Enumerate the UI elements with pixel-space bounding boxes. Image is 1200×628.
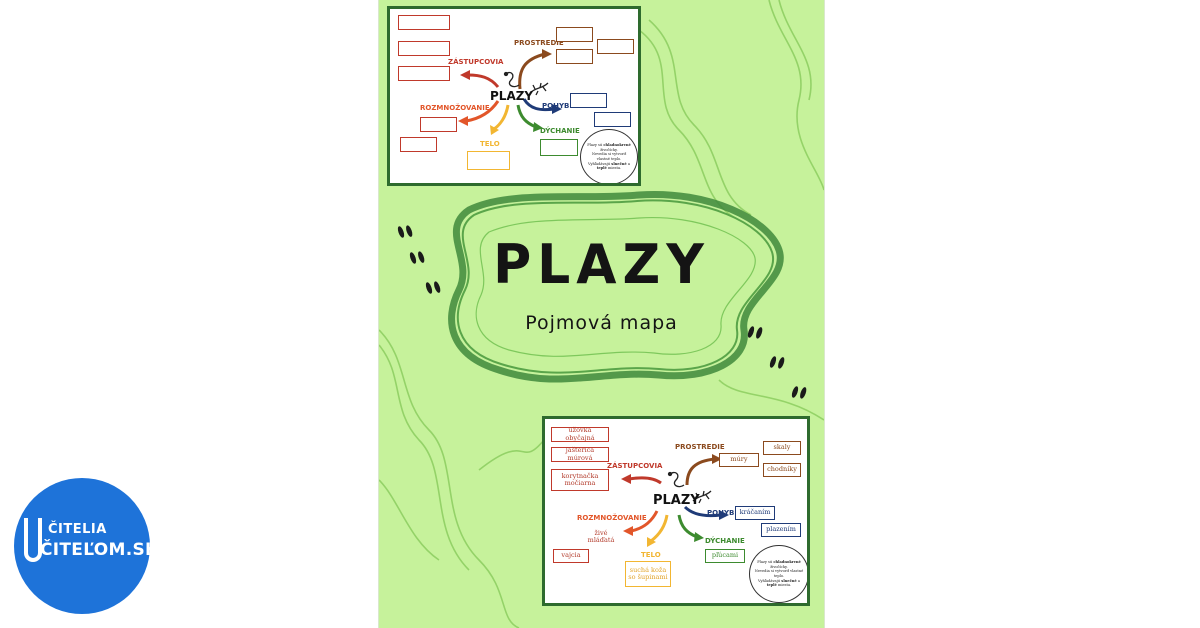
poster-subtitle: Pojmová mapa [525, 312, 678, 334]
info-note: Plazy sú chladnokrvné živočíchy. Nevedia… [580, 129, 638, 183]
answer-box: kráčaním [735, 506, 775, 520]
answer-box: skaly [763, 441, 801, 455]
ucitelia-ucitelom-logo[interactable]: ČITELIA ČITEĽOM.SK [14, 478, 158, 614]
branch-zastupcovia: ZÁSTUPCOVIA [607, 462, 663, 470]
logo-u-mark [24, 518, 42, 562]
logo-line-1: ČITELIA [48, 522, 107, 537]
worksheet-poster: PLAZY PROSTREDIE ZÁSTUPCOVIA ROZMNOŽOVAN… [378, 0, 825, 628]
answer-box: chodníky [763, 463, 801, 477]
empty-box[interactable] [556, 27, 593, 42]
branch-pohyb: POHYB [542, 102, 570, 110]
answer-box: suchá koža so šupinami [625, 561, 671, 587]
background-decoration [379, 0, 824, 628]
center-label: PLAZY [653, 493, 700, 508]
answer-box: vajcia [553, 549, 589, 563]
branch-prostredie: PROSTREDIE [675, 443, 725, 451]
answer-box: múry [719, 453, 759, 467]
logo-line-2: ČITEĽOM.SK [40, 540, 159, 560]
concept-map-empty: PLAZY PROSTREDIE ZÁSTUPCOVIA ROZMNOŽOVAN… [387, 6, 641, 186]
answer-box: užovka obyčajná [551, 426, 609, 442]
branch-rozmnozovanie: ROZMNOŽOVANIE [420, 104, 490, 112]
empty-box[interactable] [398, 41, 450, 56]
answer-box: pľúcami [705, 549, 745, 563]
empty-box[interactable] [400, 137, 437, 152]
branch-telo: TELO [480, 140, 500, 148]
concept-map-arrows [458, 49, 562, 135]
branch-prostredie: PROSTREDIE [514, 39, 564, 47]
branch-telo: TELO [641, 551, 661, 559]
concept-map-arrows [621, 454, 729, 547]
answer-box: plazením [761, 523, 801, 537]
snake-icon [503, 71, 520, 88]
snake-icon [667, 471, 685, 488]
branch-pohyb: POHYB [707, 509, 735, 517]
footprints-left [397, 225, 441, 294]
branch-dychanie: DÝCHANIE [540, 127, 580, 135]
empty-box[interactable] [467, 151, 510, 170]
answer-box: jašterica múrová [551, 446, 609, 462]
empty-box[interactable] [398, 66, 450, 81]
branch-rozmnozovanie: ROZMNOŽOVANIE [577, 514, 647, 522]
answer-box: korytnačka močiarna [551, 469, 609, 491]
empty-box[interactable] [570, 93, 607, 108]
concept-map-filled: PLAZY PROSTREDIE ZÁSTUPCOVIA ROZMNOŽOVAN… [542, 416, 810, 606]
lizard-icon [529, 82, 549, 96]
poster-title: PLAZY [493, 233, 710, 297]
empty-box[interactable] [556, 49, 593, 64]
branch-dychanie: DÝCHANIE [705, 537, 745, 545]
footprints-right [747, 326, 807, 399]
empty-box[interactable] [420, 117, 457, 132]
empty-box[interactable] [398, 15, 450, 30]
answer-box: živé mláďatá [587, 528, 615, 544]
center-label: PLAZY [490, 89, 534, 103]
lizard-icon [692, 490, 712, 504]
empty-box[interactable] [540, 139, 578, 156]
empty-box[interactable] [597, 39, 634, 54]
branch-zastupcovia: ZÁSTUPCOVIA [448, 58, 504, 66]
info-note: Plazy sú chladnokrvné živočíchy. Nevedia… [749, 545, 807, 603]
empty-box[interactable] [594, 112, 631, 127]
pond-shape [448, 190, 784, 383]
